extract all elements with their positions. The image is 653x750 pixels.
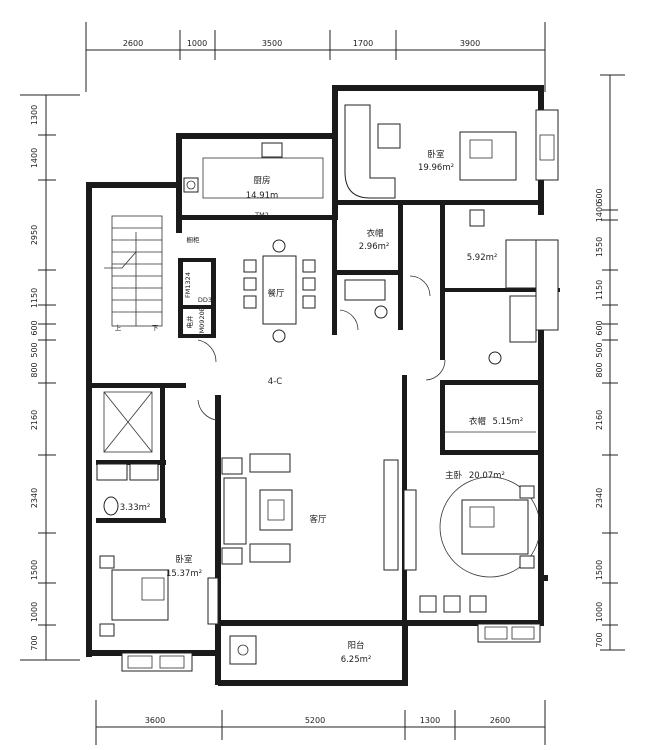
shaft-label-1: FM1324 [184, 272, 192, 298]
dim-top-2: 1000 [187, 39, 207, 48]
dim-right-8: 2160 [595, 410, 604, 430]
bedroom-top-area: 19.96m² [418, 163, 454, 173]
dining-room: 餐厅 4-C [243, 239, 316, 387]
bedroom-top: 卧室 19.96m² [344, 104, 517, 199]
closet-right: 衣帽 5.15m² [445, 416, 536, 433]
bedroom-left: 卧室 15.37m² [99, 554, 202, 637]
dim-right-1: 600 [595, 188, 604, 203]
kitchen-area: 14.91m [246, 191, 279, 201]
dim-top-1: 2600 [123, 39, 143, 48]
dim-right-10: 1500 [595, 560, 604, 580]
cabinet-label: 橱柜 [187, 235, 201, 244]
dim-right-9: 2340 [595, 488, 604, 508]
dim-left-10: 1500 [30, 560, 39, 580]
kitchen-name: 厨房 [253, 175, 270, 186]
dim-right-2: 1400 [595, 202, 604, 222]
stair-up-label: 上 [115, 323, 122, 332]
closet-small: 衣帽 2.96m² [359, 228, 390, 252]
dining-name: 餐厅 [267, 289, 285, 299]
master-bedroom-label: 主卧 20.07m² [445, 470, 505, 481]
dim-left-9: 2340 [30, 488, 39, 508]
dim-right-12: 700 [595, 632, 604, 647]
elec-label-2: FM0920B [198, 307, 206, 337]
dim-bottom-1: 3600 [145, 716, 165, 725]
bath-left-area: 3.33m² [120, 503, 151, 513]
windows [121, 109, 559, 672]
living-room: 客厅 [221, 453, 399, 571]
dim-bottom-3: 1300 [420, 716, 440, 725]
dim-right-7: 800 [595, 362, 604, 377]
closet-right-label: 衣帽 5.15m² [469, 416, 523, 427]
closet-small-area: 2.96m² [359, 242, 390, 252]
bedroom-left-name: 卧室 [175, 554, 193, 565]
bath-right-area: 5.92m² [467, 253, 498, 263]
top-dimension-line: 2600 1000 3500 1700 3900 [85, 22, 546, 92]
stair-down-label: 下 [152, 324, 159, 332]
balcony-area: 6.25m² [341, 655, 372, 665]
dim-left-7: 800 [30, 362, 39, 377]
left-dimension-line: 1300 1400 2950 1150 600 500 800 2160 234… [20, 94, 80, 661]
dim-left-2: 1400 [30, 148, 39, 168]
dim-left-1: 1300 [30, 105, 39, 125]
dim-top-5: 3900 [460, 39, 480, 48]
bedroom-top-name: 卧室 [427, 149, 445, 160]
dim-left-11: 1000 [30, 602, 39, 622]
bedroom-left-area: 15.37m² [166, 569, 202, 579]
dim-left-6: 500 [30, 342, 39, 357]
dim-right-3: 1550 [595, 237, 604, 257]
dim-left-8: 2160 [30, 410, 39, 430]
dim-bottom-4: 2600 [490, 716, 510, 725]
dim-right-11: 1000 [595, 602, 604, 622]
right-dimension-line: 600 1400 1550 1150 600 500 800 2160 2340… [595, 74, 625, 651]
dim-right-5: 600 [595, 320, 604, 335]
master-bedroom: 主卧 20.07m² [419, 470, 541, 613]
closet-right-name: 衣帽 [469, 416, 486, 427]
door-swings [197, 275, 446, 421]
bathroom-left: 3.33m² [96, 463, 159, 516]
living-name: 客厅 [309, 514, 327, 525]
closet-small-name: 衣帽 [366, 228, 383, 239]
dim-left-4: 1150 [30, 288, 39, 308]
bathroom-right: 5.92m² [344, 209, 537, 365]
closet-right-area: 5.15m² [493, 417, 524, 427]
dim-top-3: 3500 [262, 39, 282, 48]
balcony-name: 阳台 [347, 640, 364, 651]
core-name: 4-C [268, 377, 282, 387]
bottom-dimension-line: 3600 5200 1300 2600 [95, 700, 546, 745]
dim-left-12: 700 [30, 635, 39, 650]
staircase: 上 下 [104, 215, 163, 332]
shafts: FM1324 DD3 电井 FM0920B [184, 272, 212, 337]
dim-top-4: 1700 [353, 39, 373, 48]
tm-label: TM2 [254, 211, 269, 219]
dim-left-3: 2950 [30, 225, 39, 245]
dim-left-5: 600 [30, 320, 39, 335]
elevator [103, 391, 153, 453]
shaft-label-2: DD3 [198, 296, 212, 304]
master-bedroom-name: 主卧 [445, 470, 463, 481]
master-bedroom-area: 20.07m² [469, 471, 505, 481]
dim-right-4: 1150 [595, 280, 604, 300]
elec-label-1: 电井 [185, 315, 194, 329]
dim-bottom-2: 5200 [305, 716, 325, 725]
dim-right-6: 500 [595, 342, 604, 357]
kitchen: 厨房 14.91m TM2 橱柜 [183, 142, 324, 244]
balcony: 阳台 6.25m² [229, 635, 372, 665]
